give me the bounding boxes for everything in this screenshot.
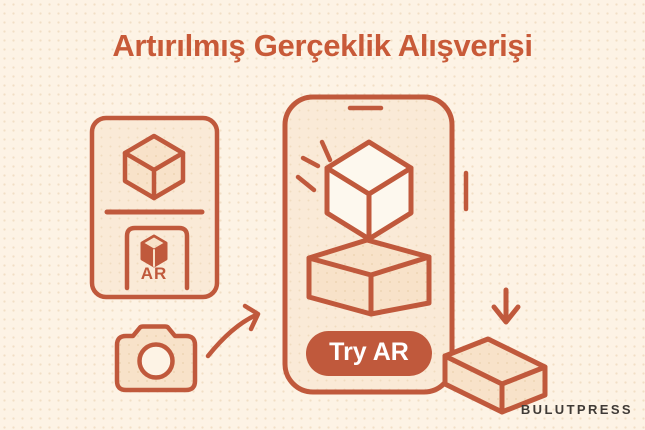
- brand-text: BULUTPRESS: [520, 402, 633, 417]
- try-ar-button[interactable]: Try AR: [306, 331, 432, 376]
- camera-icon: [114, 324, 198, 393]
- product-box-icon: [306, 237, 432, 317]
- app-card: [89, 115, 220, 300]
- ar-label: AR: [140, 264, 168, 283]
- transfer-arrow-icon: [205, 303, 261, 359]
- phone-illustration: [282, 94, 469, 395]
- product-cube-icon: [122, 133, 186, 201]
- camera-lens: [137, 342, 175, 380]
- ar-frame: [124, 225, 190, 291]
- sparkle-icon: [295, 139, 333, 193]
- try-ar-button-label: Try AR: [329, 338, 409, 366]
- page-title: Artırılmış Gerçeklik Alışverişi: [112, 28, 533, 63]
- ar-marker-cube-icon: [140, 234, 168, 268]
- delivered-box-icon: [442, 336, 548, 415]
- drop-arrow-icon: [491, 287, 521, 325]
